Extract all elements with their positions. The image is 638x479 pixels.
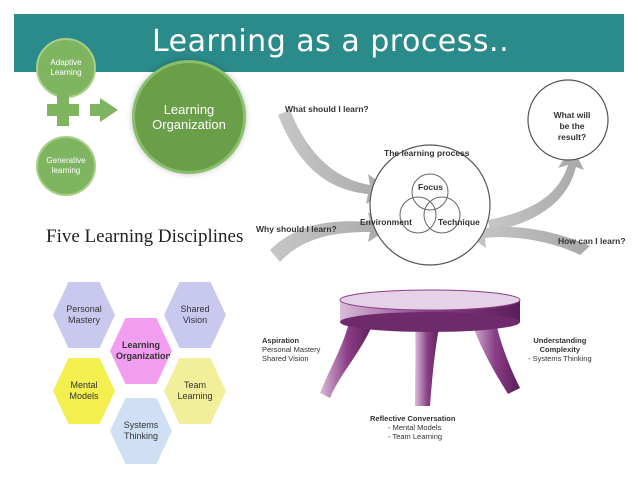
environment-label: Environment <box>360 217 412 227</box>
what-should-i-learn-label: What should I learn? <box>285 104 369 114</box>
learning-process-circle <box>369 144 491 266</box>
reflective-conversation-label: Reflective Conversation - Mental Models … <box>370 414 456 441</box>
stool-leg-left <box>320 318 375 398</box>
plus-icon <box>47 104 79 116</box>
three-legged-stool <box>320 289 521 406</box>
title-banner <box>14 14 624 72</box>
how-arrow <box>466 220 590 255</box>
technique-label: Technique <box>438 217 480 227</box>
mental-models-hex: Mental Models <box>53 358 115 424</box>
focus-label: Focus <box>418 182 444 192</box>
systems-thinking-hex: Systems Thinking <box>110 398 172 464</box>
top-strip <box>0 0 638 14</box>
adaptive-learning-circle: Adaptive Learning <box>36 38 96 98</box>
arrow-right-icon <box>100 98 118 122</box>
result-label: What will be the result? <box>553 110 591 142</box>
generative-learning-circle: Generative learning <box>36 136 96 196</box>
learning-process-diagram <box>270 79 609 266</box>
learning-organization-hex: Learning Organization <box>110 318 172 384</box>
learning-organization-circle: Learning Organization <box>132 60 246 174</box>
arrow-right-icon-tail <box>90 104 102 116</box>
learning-organization-label: Learning Organization <box>152 102 226 132</box>
how-can-i-learn-label: How can I learn? <box>558 236 626 246</box>
disciplines-title: Five Learning Disciplines <box>46 226 244 247</box>
stool-leg-middle <box>415 322 440 406</box>
why-should-i-learn-label: Why should I learn? <box>256 224 337 234</box>
stool-leg-right <box>470 318 520 394</box>
understanding-complexity-label: Understanding Complexity - Systems Think… <box>528 336 592 363</box>
generative-learning-label: Generative learning <box>46 156 86 175</box>
why-arrow <box>270 212 390 262</box>
team-learning-hex: Team Learning <box>164 358 226 424</box>
stool-seat-top <box>339 289 521 311</box>
aspiration-label: Aspiration Personal Mastery Shared Visio… <box>262 336 321 363</box>
learning-process-title: The learning process <box>384 148 470 158</box>
personal-mastery-hex: Personal Mastery <box>53 282 115 348</box>
environment-circle <box>399 196 437 234</box>
stool-seat-bottom <box>340 312 520 332</box>
shared-vision-hex: Shared Vision <box>164 282 226 348</box>
focus-circle <box>411 173 449 211</box>
technique-circle <box>423 196 461 234</box>
slide-title: Learning as a process.. <box>152 24 510 59</box>
adaptive-learning-label: Adaptive Learning <box>50 58 82 77</box>
result-circle <box>527 79 609 161</box>
